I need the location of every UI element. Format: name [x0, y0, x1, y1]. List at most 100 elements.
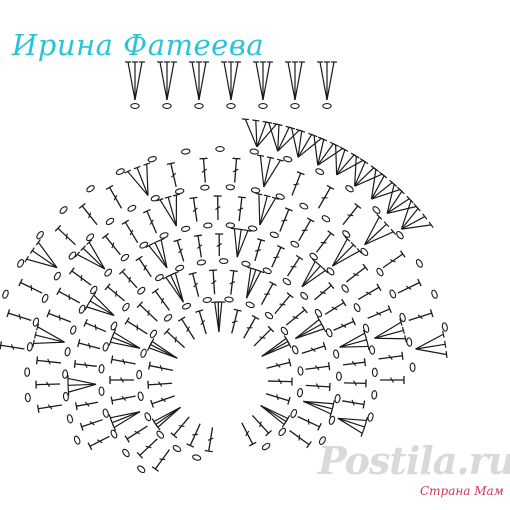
stitch-fan-leg	[331, 244, 354, 267]
stitch-fan-outer-top	[428, 221, 434, 229]
stitch-bar	[145, 445, 152, 449]
stitch-top	[0, 341, 3, 350]
stitch-fan-top	[149, 338, 155, 345]
stitch-fan-top	[87, 297, 93, 305]
stitch-bar	[192, 207, 198, 213]
stitch-fan-top	[244, 229, 252, 232]
stitch-fan-leg	[259, 155, 265, 187]
stitch-top	[265, 429, 272, 437]
chain-stitch	[290, 103, 300, 109]
stitch-fan-leg	[259, 195, 268, 226]
stitch-bar	[298, 434, 301, 441]
stitch-bar	[192, 433, 199, 436]
stitch-fan-top	[360, 429, 365, 437]
stitch-bar	[273, 256, 280, 259]
chain-stitch	[371, 390, 378, 400]
stitch-bar	[340, 323, 347, 328]
chain-stitch	[140, 348, 147, 358]
stitch-fan-outer-leg	[370, 169, 377, 200]
stitch-fan-outer-top	[341, 147, 349, 152]
stitch-fan-leg	[295, 328, 325, 340]
stitch-bar	[186, 326, 190, 333]
stitch-fan-leg	[337, 417, 367, 422]
chain-stitch	[203, 222, 213, 229]
chain-stitch	[194, 103, 204, 109]
stitch-top	[189, 196, 198, 200]
stitch-fan-outer-leg	[297, 134, 313, 158]
stitch-fan-leg	[339, 339, 367, 348]
stitch-fan-outer-top	[332, 142, 340, 147]
stitch-fan-outer-leg	[336, 149, 346, 176]
stitch-fan-leg	[236, 230, 249, 258]
stitch-top	[195, 309, 204, 313]
stitch-bar	[113, 195, 118, 201]
chain-stitch	[321, 215, 331, 223]
chain-stitch	[110, 429, 118, 439]
stitch-bar	[279, 303, 286, 306]
stitch-bar	[245, 430, 250, 437]
stitch-top	[288, 358, 292, 367]
stitch-fan-leg	[82, 247, 106, 270]
stitch-fan-top	[133, 165, 141, 170]
stitch-fan-leg	[165, 277, 184, 303]
stitch-top	[151, 466, 159, 472]
chain-stitch	[156, 430, 165, 439]
stitch-fan-leg	[415, 348, 447, 356]
chain-stitch	[280, 326, 289, 336]
stitch-fan-top	[362, 329, 367, 337]
stitch-fan-leg	[159, 199, 177, 227]
stitch-fan-top-leg	[326, 61, 335, 101]
chain-stitch	[163, 314, 173, 322]
stitch-bar	[255, 249, 261, 252]
stitch-top	[124, 435, 130, 443]
chain-stitch	[155, 274, 164, 282]
stitch-top	[118, 268, 126, 275]
stitch-bar	[143, 264, 147, 271]
stitch-fan-leg	[263, 159, 281, 188]
stitch-fan-top-leg	[159, 61, 168, 101]
stitch-bar	[259, 336, 266, 339]
chain-stitch	[396, 230, 404, 240]
chain-stitch	[105, 217, 115, 226]
chain-stitch	[136, 369, 143, 380]
chain-stitch	[68, 251, 77, 260]
stitch-fan-top	[35, 239, 41, 246]
stitch-fan-top	[256, 154, 264, 157]
stitch-bar	[121, 395, 127, 401]
stitch-top	[186, 443, 195, 448]
stitch-fan-leg	[218, 301, 223, 333]
stitch-fan-outer-top	[352, 153, 360, 159]
stitch-bar	[174, 336, 177, 343]
stitch-bar	[278, 378, 282, 385]
chain-stitch	[120, 253, 130, 262]
stitch-fan-leg	[35, 334, 65, 343]
stitch-top	[46, 309, 51, 318]
stitch-bar	[47, 358, 51, 365]
stitch-fan-top	[171, 271, 179, 275]
stitch-bar	[417, 314, 423, 320]
stitch-bar	[18, 313, 21, 320]
stitch-fan-outer-leg	[255, 120, 258, 147]
chain-stitch	[342, 230, 351, 238]
stitch-fan-leg	[364, 231, 394, 246]
stitch-bar	[347, 214, 354, 217]
stitch-bar	[88, 342, 91, 349]
stitch-fan-leg	[303, 400, 334, 405]
chain-stitch	[334, 393, 341, 404]
stitch-fan-outer-leg	[370, 175, 385, 200]
stitch-top	[166, 161, 175, 166]
stitch-fan-outer-leg	[317, 143, 334, 166]
stitch-fan-leg	[259, 197, 276, 226]
stitch-fan-top	[74, 251, 81, 258]
stitch-fan-top-leg	[230, 61, 239, 101]
stitch-fan-top	[365, 416, 369, 424]
stitch-bar	[292, 316, 299, 320]
chain-stitch	[162, 103, 172, 109]
stitch-bar	[149, 219, 154, 225]
stitch-top	[257, 238, 266, 242]
stitch-top	[251, 314, 260, 320]
stitch-fan-leg	[245, 268, 252, 299]
chain-stitch	[115, 168, 125, 176]
chain-stitch	[218, 258, 229, 265]
stitch-top	[121, 219, 130, 225]
